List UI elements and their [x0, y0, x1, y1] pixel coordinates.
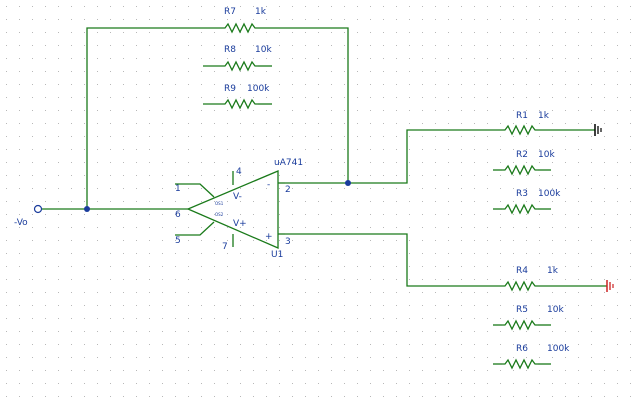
resistor-r7[interactable] [222, 22, 258, 34]
opamp-part-label: uA741 [274, 158, 303, 168]
pin1-stub [175, 183, 215, 198]
resistor-r3[interactable] [502, 203, 538, 215]
r3-value: 100k [538, 189, 561, 199]
pin5-stub [175, 221, 215, 236]
opamp-pin6: 6 [175, 210, 181, 220]
wire-node-to-r1 [348, 129, 502, 184]
wire-feedback-right [258, 27, 349, 183]
r9-name: R9 [224, 84, 236, 94]
r3-name: R3 [516, 189, 528, 199]
wire-feedback-left [86, 27, 222, 209]
opamp-vplus: V+ [233, 219, 247, 229]
resistor-r2[interactable] [502, 164, 538, 176]
resistor-r6[interactable] [502, 358, 538, 370]
r1-value: 1k [538, 111, 550, 121]
r7-name: R7 [224, 7, 236, 17]
output-label: -Vo [14, 218, 28, 228]
r7-value: 1k [255, 7, 267, 17]
r4-name: R4 [516, 266, 528, 276]
opamp-pin3: 3 [285, 237, 291, 247]
opamp-u1[interactable] [175, 170, 285, 249]
opamp-noninv-sign: + [265, 232, 273, 242]
junction-output-node [84, 206, 90, 212]
opamp-pin2: 2 [285, 185, 291, 195]
r1-name: R1 [516, 111, 528, 121]
r6-value: 100k [547, 344, 570, 354]
r8-name: R8 [224, 45, 236, 55]
resistor-r5[interactable] [502, 319, 538, 331]
wire-pin3-to-r4 [285, 233, 502, 287]
opamp-inv-sign: - [267, 180, 270, 190]
r8-value: 10k [255, 45, 272, 55]
junction-inverting-node [345, 180, 351, 186]
resistor-r8[interactable] [222, 60, 258, 72]
r9-value: 100k [247, 84, 270, 94]
opamp-os1-label: OS1 [215, 201, 224, 206]
resistor-r9[interactable] [222, 98, 258, 110]
ground-r1 [594, 124, 602, 136]
output-port[interactable] [33, 204, 43, 214]
r2-name: R2 [516, 150, 528, 160]
opamp-ref-label: U1 [271, 250, 283, 260]
resistor-r4[interactable] [502, 280, 538, 292]
resistor-r1[interactable] [502, 124, 538, 136]
opamp-pin4: 4 [236, 167, 242, 177]
opamp-pin1: 1 [175, 184, 181, 194]
resistors [222, 22, 538, 370]
opamp-os2-label: OS2 [215, 212, 224, 217]
ground-r4 [606, 280, 614, 292]
opamp-body [186, 170, 279, 249]
r5-name: R5 [516, 305, 528, 315]
opamp-pin5: 5 [175, 236, 181, 246]
opamp-vminus: V- [233, 192, 242, 202]
r5-value: 10k [547, 305, 564, 315]
grid-dots [6, 6, 631, 397]
r2-value: 10k [538, 150, 555, 160]
wires [42, 27, 607, 365]
r6-name: R6 [516, 344, 528, 354]
opamp-pin7: 7 [222, 242, 228, 252]
r4-value: 1k [547, 266, 559, 276]
